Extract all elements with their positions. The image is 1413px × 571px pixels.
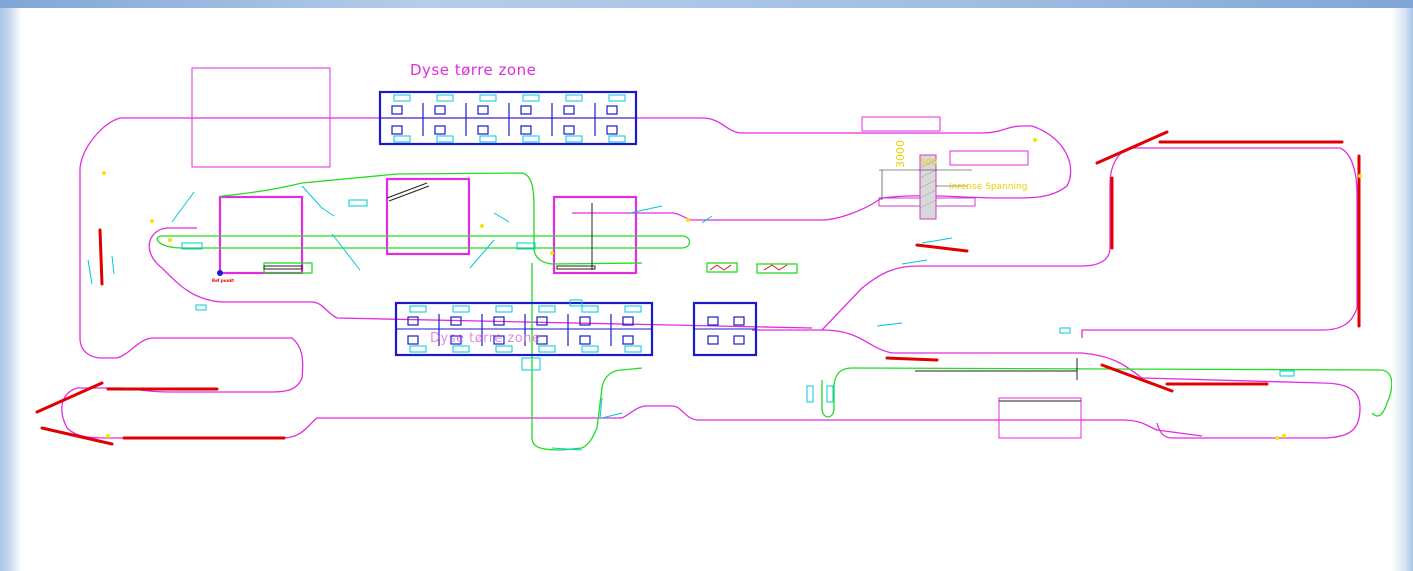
cyan-arrow-4	[901, 259, 928, 265]
zone-label-dry: Dyse tørre zone	[410, 61, 537, 79]
cyan-arrow-1	[629, 205, 663, 214]
red-seg-diag-1	[35, 381, 104, 414]
zigzag-1	[709, 264, 732, 271]
cyan-unit-7	[569, 299, 583, 307]
cyan-equipment	[87, 185, 1295, 451]
yellow-marker-1	[102, 171, 106, 175]
oven-conveyor-2b	[388, 185, 430, 202]
cyan-switch-1	[171, 191, 195, 223]
green-track-lower	[531, 263, 643, 451]
green-conveyor-2	[706, 262, 738, 273]
dimension-3000: 3000	[894, 140, 907, 168]
yellow-markers	[102, 138, 1362, 440]
station-block-upper[interactable]	[378, 90, 638, 146]
oven-box-2	[385, 177, 471, 256]
zone-box-small-2	[949, 150, 1029, 166]
label-ref-point: Ref punkt	[212, 278, 235, 283]
zone-box-upper-left	[191, 67, 331, 168]
zigzag-2	[763, 264, 788, 271]
yellow-marker-10	[1282, 434, 1286, 438]
cyan-marker-left-1	[87, 259, 93, 285]
cyan-unit-9	[1279, 370, 1295, 377]
green-track-network	[156, 172, 1392, 451]
section-column	[919, 154, 937, 220]
magenta-track-network	[61, 117, 1361, 439]
track-right-upper	[752, 147, 1358, 338]
cad-viewport[interactable]: Dyse tørre zone Dyse tørre zone 3000 500…	[22, 8, 1392, 571]
cyan-arrow-7	[551, 447, 583, 451]
dimension-500: 500	[920, 158, 938, 168]
green-conveyor-1	[263, 262, 313, 274]
zone-label-lower: Dyse tørre zone	[430, 331, 541, 346]
section-hatching	[919, 159, 937, 209]
station-block-lower[interactable]	[394, 301, 654, 357]
red-zigzag	[709, 264, 788, 271]
station-equipment-upper	[393, 94, 626, 143]
station-cells-upper	[391, 103, 618, 136]
cyan-arrow-5	[876, 322, 903, 327]
station-equipment-lower	[409, 305, 642, 353]
yellow-marker-7	[1358, 174, 1362, 178]
cyan-unit-2	[348, 199, 368, 207]
red-seg-mid-right	[915, 243, 969, 253]
ref-point-dot	[217, 270, 223, 276]
yellow-marker-9	[1275, 436, 1279, 440]
track-upper-main	[120, 117, 1072, 221]
red-seg-lower-mid	[885, 356, 939, 362]
cyan-arrow-6	[601, 412, 623, 419]
cyan-unit-3	[516, 242, 536, 250]
yellow-marker-2	[150, 219, 154, 223]
track-right-lower	[821, 329, 1361, 439]
yellow-marker-8	[106, 434, 110, 438]
oven-box-3	[552, 195, 638, 275]
cad-drawing	[35, 67, 1392, 451]
oven-conveyor-2a	[386, 182, 428, 199]
yellow-marker-6	[1033, 138, 1037, 142]
red-segments	[35, 130, 1361, 446]
track-left-loop	[61, 117, 1203, 439]
green-track-upper	[219, 172, 643, 265]
yellow-marker-5	[550, 251, 554, 255]
cyan-switch-4	[469, 239, 495, 269]
cyan-arrow-3	[921, 237, 953, 244]
green-track-middle-loop	[156, 235, 691, 249]
cyan-unit-5	[826, 385, 834, 403]
zone-box-small-1	[861, 116, 941, 132]
label-inrense-spanning: Inrense Spanning	[949, 182, 1028, 192]
cyan-switch-3	[331, 233, 361, 271]
cyan-marker-left-2	[111, 255, 115, 275]
station-cells-lower	[407, 314, 634, 346]
oven-box-1	[218, 195, 304, 275]
red-seg-diag-2	[40, 426, 114, 446]
oven-conveyor-3	[556, 265, 596, 270]
cyan-unit-8	[1059, 327, 1071, 334]
oven-conveyor-1	[263, 265, 303, 270]
window-top-strip	[0, 0, 1413, 8]
station-block-small[interactable]	[692, 301, 758, 357]
cyan-unit-10	[195, 304, 207, 311]
cross-section-detail	[878, 154, 976, 220]
station-cells-small	[707, 316, 745, 345]
magenta-zone-outlines	[191, 67, 1082, 439]
zone-box-lower-right	[998, 397, 1082, 439]
magenta-oven-boxes	[218, 177, 638, 275]
cyan-arrow-2	[701, 215, 713, 224]
green-conveyor-3	[756, 263, 798, 274]
oven-conveyors	[263, 182, 1081, 402]
cyan-unit-1	[181, 242, 203, 250]
cyan-switch-5	[493, 212, 510, 223]
cyan-unit-4	[806, 385, 814, 403]
yellow-marker-3	[168, 238, 172, 242]
cyan-arrow-8	[599, 397, 603, 419]
cyan-switch-2	[301, 185, 335, 217]
red-seg-lower-right-diag	[1100, 363, 1174, 393]
red-seg-left	[98, 228, 104, 286]
cyan-unit-6	[521, 357, 541, 371]
track-inner-left-oval	[148, 227, 813, 329]
yellow-marker-11	[686, 218, 690, 222]
red-seg-upper-right-diag	[1095, 130, 1169, 165]
yellow-marker-4	[480, 224, 484, 228]
green-track-right	[821, 367, 1392, 418]
